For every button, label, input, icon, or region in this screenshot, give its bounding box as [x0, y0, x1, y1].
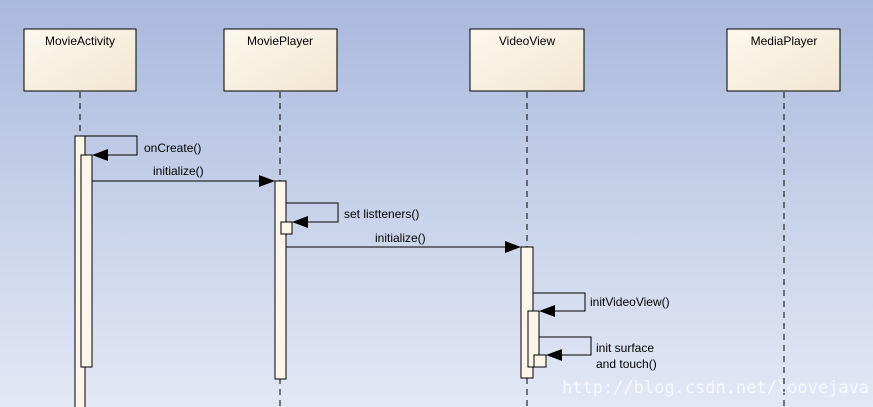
- activation-movie-player-outer: [274, 180, 287, 380]
- message-label: initialize(): [375, 231, 426, 245]
- message-label: initVideoView(): [590, 295, 670, 309]
- lifeline-lines: [79, 92, 785, 407]
- lifeline-media-player[interactable]: MediaPlayer: [726, 28, 841, 92]
- message-initialize-player[interactable]: initialize(): [92, 164, 275, 187]
- message-label: onCreate(): [144, 141, 201, 155]
- lifeline-movie-activity[interactable]: MovieActivity: [23, 28, 137, 92]
- message-set-listeners[interactable]: set listteners(): [286, 202, 419, 228]
- lifeline-name: MovieActivity: [45, 34, 115, 48]
- lifeline-video-view[interactable]: VideoView: [469, 28, 585, 92]
- watermark-text: http://blog.csdn.net/loovejava: [562, 378, 869, 398]
- activation-movie-activity-inner: [80, 154, 93, 368]
- lifeline-name: MediaPlayer: [751, 34, 818, 48]
- message-initialize-videoview[interactable]: initialize(): [286, 231, 521, 253]
- activation-video-view-innermost: [533, 354, 547, 368]
- message-label-line1: init surface: [596, 341, 654, 355]
- activations: [74, 135, 547, 407]
- message-init-videoview[interactable]: initVideoView(): [533, 292, 670, 317]
- lifeline-movie-player[interactable]: MoviePlayer: [223, 28, 338, 92]
- lifeline-name: MoviePlayer: [247, 34, 313, 48]
- activation-movie-player-inner: [280, 221, 293, 235]
- message-on-create[interactable]: onCreate(): [85, 135, 201, 161]
- message-label: initialize(): [153, 164, 204, 178]
- lifeline-name: VideoView: [499, 34, 556, 48]
- message-label-line2: and touch(): [596, 357, 657, 371]
- message-init-surface[interactable]: init surface and touch(): [539, 336, 657, 371]
- message-label: set listteners(): [344, 207, 419, 221]
